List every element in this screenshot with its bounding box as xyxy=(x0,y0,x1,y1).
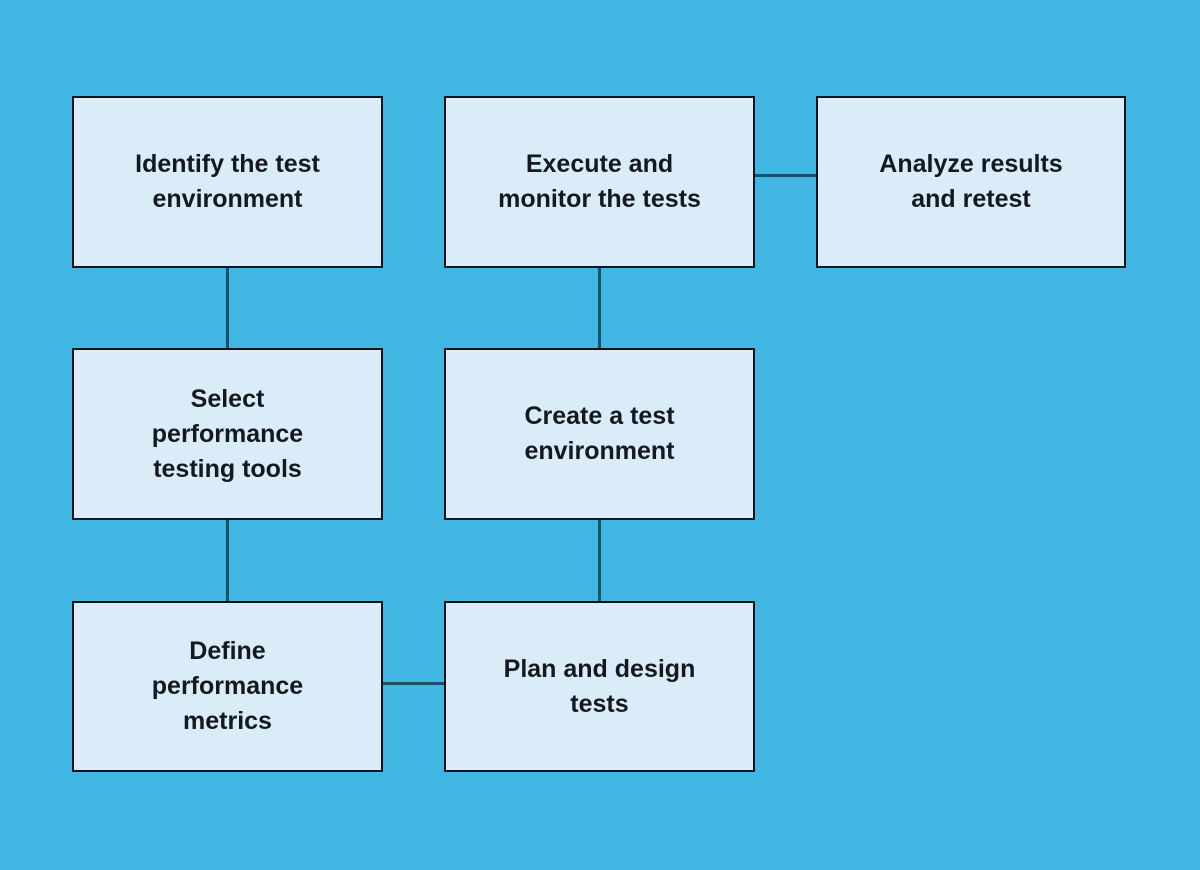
node-identify-test-environment: Identify the test environment xyxy=(72,96,383,268)
node-label: Execute and monitor the tests xyxy=(498,150,701,213)
connector-plan-to-create xyxy=(598,520,601,601)
node-label: Select performance testing tools xyxy=(151,384,304,483)
node-label: Plan and design tests xyxy=(503,654,696,718)
node-label: Analyze results and retest xyxy=(879,150,1063,213)
node-plan-design-tests: Plan and design tests xyxy=(444,601,755,772)
node-analyze-results-retest: Analyze results and retest xyxy=(816,96,1126,268)
node-label: Identify the test environment xyxy=(135,150,320,213)
node-execute-monitor-tests: Execute and monitor the tests xyxy=(444,96,755,268)
node-label: Create a test environment xyxy=(524,402,675,465)
connector-identify-to-select xyxy=(226,268,229,348)
node-label: Define performance metrics xyxy=(151,637,304,735)
node-select-performance-testing-tools: Select performance testing tools xyxy=(72,348,383,520)
connector-select-to-define xyxy=(226,520,229,601)
node-create-test-environment: Create a test environment xyxy=(444,348,755,520)
connector-create-to-execute xyxy=(598,268,601,348)
node-define-performance-metrics: Define performance metrics xyxy=(72,601,383,772)
connector-execute-to-analyze xyxy=(755,174,816,177)
connector-define-to-plan xyxy=(383,682,444,685)
